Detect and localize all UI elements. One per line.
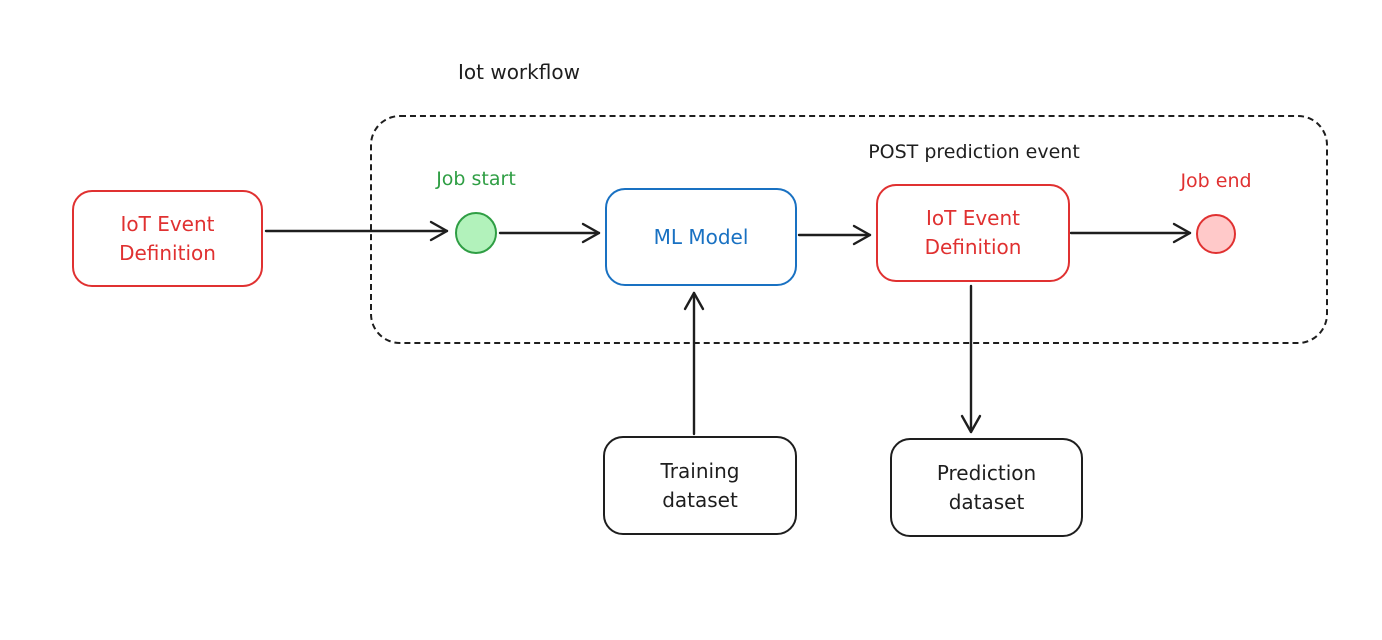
job-start-circle[interactable] (455, 212, 497, 254)
node-label: IoT Event Definition (119, 211, 216, 265)
node-label: IoT Event Definition (924, 206, 1022, 259)
job-start-label: Job start (436, 168, 516, 190)
node-label: Prediction dataset (936, 460, 1037, 514)
node-iot-event-definition-source[interactable]: IoT Event Definition (72, 190, 263, 287)
node-training-dataset[interactable]: Training dataset (603, 436, 797, 535)
job-end-circle[interactable] (1196, 214, 1236, 254)
node-prediction-dataset[interactable]: Prediction dataset (890, 438, 1083, 537)
node-ml-model[interactable]: ML Model (605, 188, 797, 286)
node-label: ML Model (653, 224, 749, 249)
post-prediction-event-label: POST prediction event (868, 141, 1080, 163)
workflow-group-container[interactable] (370, 115, 1328, 344)
job-end-label: Job end (1180, 170, 1252, 192)
node-iot-event-definition[interactable]: IoT Event Definition (876, 184, 1070, 282)
workflow-group-title: Iot workflow (458, 60, 580, 84)
node-label: Training dataset (660, 458, 740, 512)
